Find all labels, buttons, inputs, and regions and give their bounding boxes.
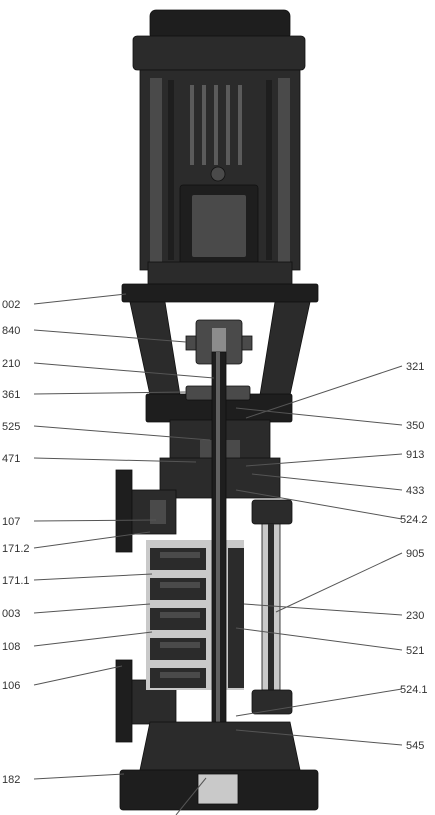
label-913: 913	[406, 449, 424, 461]
label-210: 210	[2, 358, 20, 370]
label-171-1: 171.1	[2, 575, 30, 587]
label-106: 106	[2, 680, 20, 692]
label-471: 471	[2, 453, 20, 465]
lantern-top-plate	[121, 283, 319, 303]
motor-fan-cover	[149, 9, 291, 41]
label-840: 840	[2, 325, 20, 337]
label-003: 003	[2, 608, 20, 620]
label-545: 545	[406, 740, 424, 752]
label-524-2: 524.2	[400, 514, 428, 526]
label-108: 108	[2, 641, 20, 653]
label-182: 182	[2, 774, 20, 786]
motor	[132, 9, 306, 285]
label-521: 521	[406, 645, 424, 657]
cable-gland-icon	[210, 166, 226, 182]
label-321: 321	[406, 361, 424, 373]
label-524-1: 524.1	[400, 684, 428, 696]
label-361: 361	[2, 389, 20, 401]
label-107: 107	[2, 516, 20, 528]
motor-lower-flange	[147, 261, 293, 285]
stage-stack	[146, 540, 244, 690]
lantern-bracket	[121, 283, 319, 396]
left-leaders	[33, 293, 215, 815]
right-leaders	[235, 365, 403, 746]
right-labels: 321 350 913 433 524.2 905 230 521 524.1 …	[400, 361, 428, 752]
label-433: 433	[406, 485, 424, 497]
label-230: 230	[406, 610, 424, 622]
label-171-2: 171.2	[2, 543, 30, 555]
label-350: 350	[406, 420, 424, 432]
label-002: 002	[2, 299, 20, 311]
label-525: 525	[2, 421, 20, 433]
motor-top-flange	[132, 35, 306, 71]
tie-bolt	[251, 499, 293, 715]
discharge-flange	[115, 469, 177, 553]
label-905: 905	[406, 548, 424, 560]
left-labels: 002 840 210 361 525 471 107 171.2 171.1 …	[2, 299, 30, 786]
